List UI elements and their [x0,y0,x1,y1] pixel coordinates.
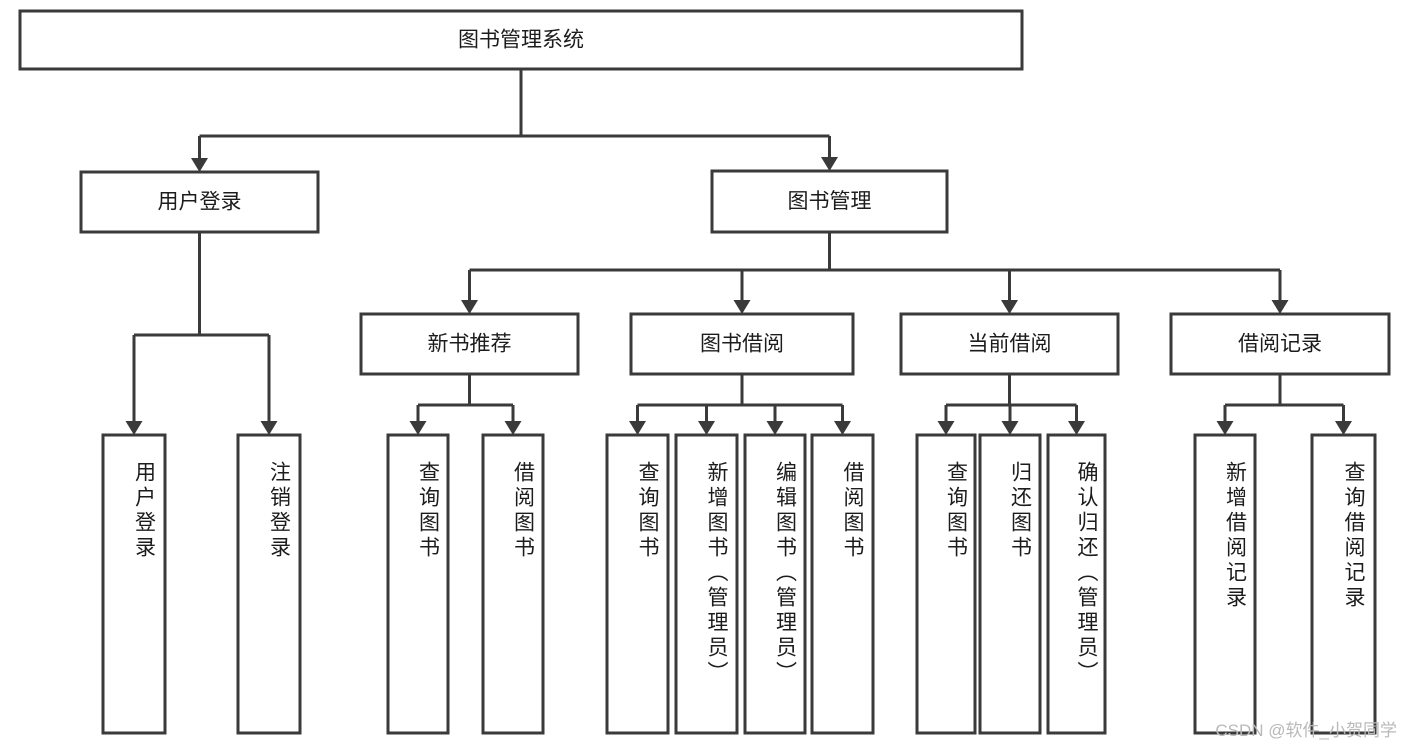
node-label-query-borrow-record: 查询借阅记录 [1342,461,1366,611]
arrow-head-icon [733,300,751,314]
node-box-return-book [978,433,1042,735]
node-query-borrow-record[interactable]: 查询借阅记录 [1310,433,1377,735]
connectors-layer [125,69,1352,435]
node-query-book-2[interactable]: 查询图书 [605,433,670,735]
node-label-user-login: 用户登录 [158,191,242,214]
node-current-borrow[interactable]: 当前借阅 [899,312,1120,376]
node-label-current-borrow: 当前借阅 [968,333,1052,356]
node-label-new-book-recommend: 新书推荐 [428,333,512,356]
node-label-book-borrow: 图书借阅 [700,333,784,356]
arrow-head-icon [629,421,646,435]
node-new-book-recommend[interactable]: 新书推荐 [359,312,580,376]
node-root[interactable]: 图书管理系统 [18,9,1024,71]
node-label-root: 图书管理系统 [458,29,584,52]
node-confirm-return-admin[interactable]: 确认归还（管理员） [1046,433,1107,735]
node-label-book-management: 图书管理 [788,190,872,213]
node-query-book-1[interactable]: 查询图书 [386,433,450,735]
node-book-management[interactable]: 图书管理 [710,169,949,234]
node-book-borrow[interactable]: 图书借阅 [629,312,855,376]
node-box-borrow-book-2 [810,433,875,735]
node-box-query-book-3 [915,433,977,735]
arrow-head-icon [766,421,784,435]
node-label-borrow-book-1: 借阅图书 [512,461,536,561]
node-label-return-book: 归还图书 [1009,461,1033,561]
node-box-user-logout [236,433,302,735]
node-box-query-book-2 [605,433,670,735]
node-user-logout[interactable]: 注销登录 [236,433,302,735]
node-label-query-book-1: 查询图书 [417,461,441,561]
arrow-head-icon [409,421,427,435]
node-label-add-book-admin: 新增图书（管理员） [705,461,729,686]
node-box-borrow-book-1 [481,433,545,735]
node-box-borrow-record [1169,312,1391,376]
node-label-confirm-return-admin: 确认归还（管理员） [1075,461,1099,686]
node-edit-book-admin[interactable]: 编辑图书（管理员） [743,433,807,735]
node-box-book-borrow [629,312,855,376]
node-user-login[interactable]: 用户登录 [79,170,320,234]
node-borrow-record[interactable]: 借阅记录 [1169,312,1391,376]
node-box-add-book-admin [674,433,739,735]
node-label-query-book-3: 查询图书 [945,461,969,561]
node-box-current-borrow [899,312,1120,376]
node-box-add-borrow-record [1193,433,1257,735]
node-box-new-book-recommend [359,312,580,376]
node-label-edit-book-admin: 编辑图书（管理员） [774,461,798,686]
arrow-head-icon [834,421,851,435]
node-box-user-login [79,170,320,234]
arrow-head-icon [1271,300,1289,314]
node-label-add-borrow-record: 新增借阅记录 [1224,461,1248,611]
node-user-login-do[interactable]: 用户登录 [101,433,167,735]
arrow-head-icon [504,421,522,435]
node-box-edit-book-admin [743,433,807,735]
arrow-head-icon [1001,421,1019,435]
node-borrow-book-1[interactable]: 借阅图书 [481,433,545,735]
arrow-head-icon [937,421,955,435]
arrow-head-icon [698,421,715,435]
arrow-head-icon [260,421,278,435]
node-box-root [18,9,1024,71]
node-box-query-borrow-record [1310,433,1377,735]
arrow-head-icon [1216,421,1234,435]
node-label-borrow-book-2: 借阅图书 [841,461,865,561]
arrow-head-icon [125,421,143,435]
arrow-head-icon [1001,300,1018,314]
node-box-confirm-return-admin [1046,433,1107,735]
node-return-book[interactable]: 归还图书 [978,433,1042,735]
node-box-user-login-do [101,433,167,735]
node-add-book-admin[interactable]: 新增图书（管理员） [674,433,739,735]
node-label-borrow-record: 借阅记录 [1238,333,1322,356]
arrow-head-icon [1335,421,1352,435]
node-label-user-login-do: 用户登录 [133,461,157,561]
node-box-query-book-1 [386,433,450,735]
node-label-user-logout: 注销登录 [268,461,292,561]
arrow-head-icon [821,157,838,171]
node-borrow-book-2[interactable]: 借阅图书 [810,433,875,735]
node-label-query-book-2: 查询图书 [636,461,660,561]
nodes-layer: 图书管理系统用户登录用户登录注销登录图书管理新书推荐查询图书借阅图书图书借阅查询… [18,9,1391,735]
arrow-head-icon [1068,421,1085,435]
arrow-head-icon [461,300,478,314]
arrow-head-icon [191,158,208,172]
node-query-book-3[interactable]: 查询图书 [915,433,977,735]
node-box-book-management [710,169,949,234]
node-add-borrow-record[interactable]: 新增借阅记录 [1193,433,1257,735]
